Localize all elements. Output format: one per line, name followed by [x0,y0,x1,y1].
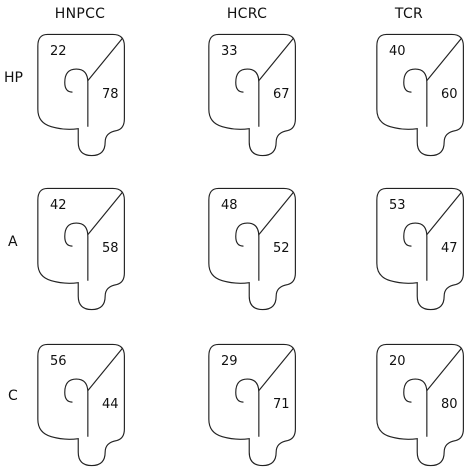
distal-percentage: 67 [273,87,290,102]
splenic-flexure-divider-line [258,37,294,81]
proximal-percentage: 48 [221,198,238,213]
colon-outline-icon [37,343,125,467]
row-label-a: A [8,234,18,250]
proximal-percentage: 33 [221,44,238,59]
proximal-percentage: 53 [389,198,406,213]
proximal-percentage: 29 [221,354,238,369]
distal-percentage: 80 [441,397,458,412]
splenic-flexure-divider-line [258,191,294,235]
colon-outline-icon [37,187,125,311]
colon-inner-loop [403,378,428,437]
proximal-percentage: 22 [50,44,67,59]
splenic-flexure-divider-line [87,191,123,235]
colon-inner-loop [403,222,428,281]
colon-outer-outline [208,33,296,157]
colon-diagram-c-hcrc: 29 71 [205,340,305,470]
splenic-flexure-divider-line [258,347,294,391]
colon-inner-loop [64,68,89,127]
distal-percentage: 71 [273,397,290,412]
colon-diagram-hp-tcr: 40 60 [373,30,470,160]
row-label-c: C [8,388,18,404]
column-header-hcrc: HCRC [226,6,268,22]
splenic-flexure-divider-line [87,37,123,81]
colon-inner-loop [235,68,260,127]
splenic-flexure-divider-line [87,347,123,391]
colon-inner-loop [235,222,260,281]
colon-diagram-a-hnpcc: 42 58 [34,184,134,314]
colon-inner-loop [64,378,89,437]
proximal-percentage: 42 [50,198,67,213]
splenic-flexure-divider-line [426,347,462,391]
colon-outer-outline [37,343,125,467]
splenic-flexure-divider-line [426,191,462,235]
proximal-percentage: 40 [389,44,406,59]
colon-outer-outline [376,33,464,157]
colon-inner-loop [403,68,428,127]
colon-diagram-c-hnpcc: 56 44 [34,340,134,470]
colon-outline-icon [376,187,464,311]
colon-diagram-a-tcr: 53 47 [373,184,470,314]
colon-outer-outline [208,343,296,467]
column-header-tcr: TCR [394,6,424,22]
colon-outline-icon [208,343,296,467]
distal-percentage: 78 [102,87,119,102]
distal-percentage: 52 [273,241,290,256]
column-header-hnpcc: HNPCC [54,6,106,22]
colon-diagram-hp-hnpcc: 22 78 [34,30,134,160]
colon-diagram-a-hcrc: 48 52 [205,184,305,314]
proximal-percentage: 56 [50,354,67,369]
colon-outer-outline [37,187,125,311]
distal-percentage: 44 [102,397,119,412]
colon-outer-outline [376,343,464,467]
colon-inner-loop [235,378,260,437]
colon-outer-outline [37,33,125,157]
colon-diagram-hp-hcrc: 33 67 [205,30,305,160]
colon-outline-icon [376,343,464,467]
distal-percentage: 47 [441,241,458,256]
colon-outline-icon [208,33,296,157]
colon-outline-icon [37,33,125,157]
splenic-flexure-divider-line [426,37,462,81]
distal-percentage: 58 [102,241,119,256]
row-label-hp: HP [4,70,23,86]
distal-percentage: 60 [441,87,458,102]
colon-outer-outline [208,187,296,311]
colon-outline-icon [376,33,464,157]
colon-outer-outline [376,187,464,311]
colon-outline-icon [208,187,296,311]
colon-diagram-c-tcr: 20 80 [373,340,470,470]
colon-inner-loop [64,222,89,281]
proximal-percentage: 20 [389,354,406,369]
